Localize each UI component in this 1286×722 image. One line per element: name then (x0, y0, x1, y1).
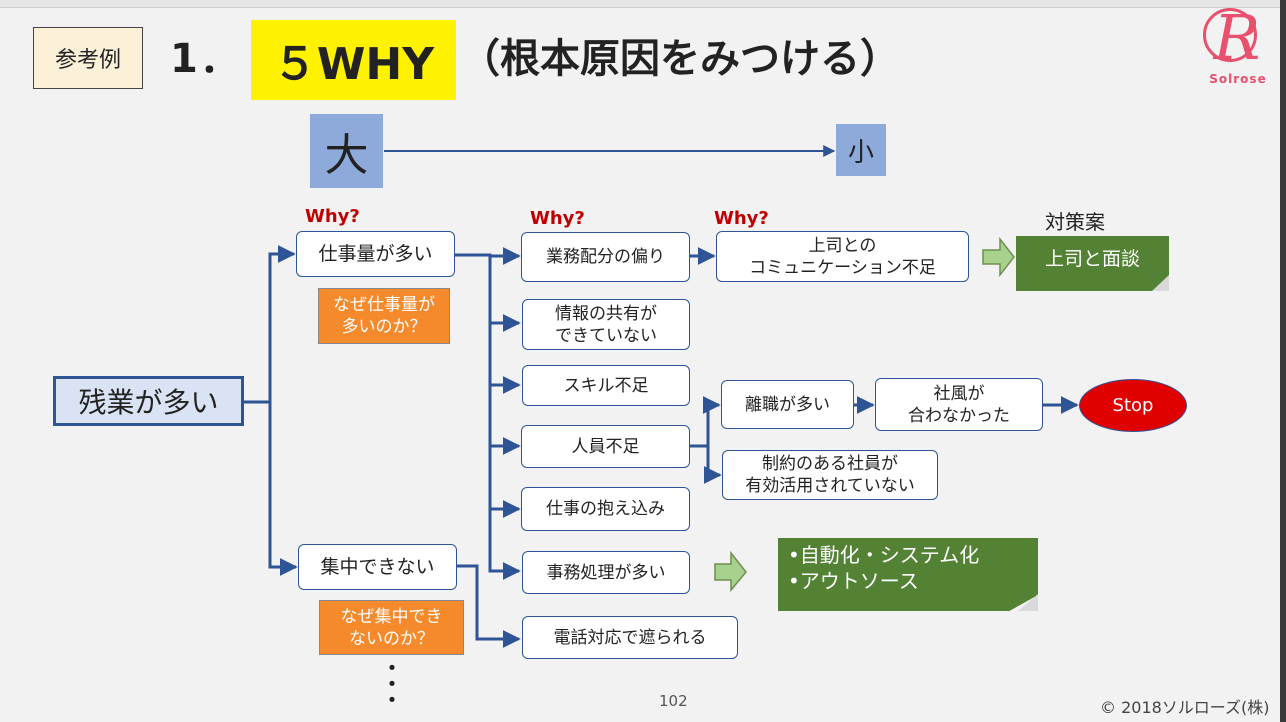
edge-workload-trunk (455, 253, 519, 573)
node-staff-shortage: 人員不足 (521, 425, 690, 468)
countermeasure-header: 対策案 (1045, 210, 1105, 234)
node-focus: 集中できない (298, 544, 457, 590)
why-label-1: Why? (305, 206, 360, 227)
window-top-bar (0, 0, 1286, 8)
node-skill-shortage: スキル不足 (522, 365, 690, 406)
continuation-dots: ・ ・ ・ (382, 656, 402, 712)
why-label-2: Why? (530, 208, 585, 229)
node-admin-work: 事務処理が多い (522, 551, 690, 594)
node-constrained-staff: 制約のある社員が 有効活用されていない (722, 450, 938, 500)
node-phone-interruptions: 電話対応で遮られる (522, 616, 738, 659)
edge-staff-turnover (690, 396, 721, 448)
node-culture-mismatch: 社風が 合わなかった (875, 378, 1043, 431)
scale-large-box: 大 (310, 114, 383, 188)
reference-example-tag: 参考例 (33, 27, 143, 89)
logo-mark: R (1213, 1, 1261, 74)
node-high-turnover: 離職が多い (721, 380, 854, 429)
title-subtitle: （根本原因をみつける） (460, 36, 900, 82)
arrow-to-automation-icon (714, 550, 747, 593)
copyright: © 2018ソルローズ(株) (1100, 698, 1270, 717)
countermeasure-automation: •自動化・システム化 •アウトソース (778, 538, 1038, 611)
window-right-edge (1280, 0, 1286, 722)
stop-node: Stop (1079, 379, 1187, 432)
scale-small-box: 小 (836, 124, 886, 176)
note-why-focus: なぜ集中でき ないのか？ (319, 600, 464, 655)
title-highlight: ５WHY (251, 20, 456, 100)
node-task-bias: 業務配分の偏り (521, 232, 690, 282)
note-why-workload: なぜ仕事量が 多いのか？ (318, 288, 450, 344)
logo-text: Solrose (1209, 72, 1267, 86)
node-workload: 仕事量が多い (296, 231, 455, 277)
node-info-sharing: 情報の共有が できていない (522, 299, 690, 350)
node-boss-communication: 上司との コミュニケーション不足 (716, 231, 969, 282)
edge-staff-constraints (703, 446, 722, 484)
root-node: 残業が多い (53, 376, 244, 426)
page-number: 102 (659, 692, 688, 710)
node-work-holding: 仕事の抱え込み (521, 487, 690, 531)
edge-root-focus (268, 402, 298, 576)
arrow-to-meeting-icon (982, 236, 1015, 278)
countermeasure-meeting: 上司と面談 (1016, 236, 1169, 291)
title-number: 1． (170, 36, 242, 82)
edge-root-workload (244, 245, 296, 404)
logo-ring-icon (1203, 8, 1257, 62)
edge-focus-phone (457, 564, 521, 648)
why-label-3: Why? (714, 208, 769, 229)
